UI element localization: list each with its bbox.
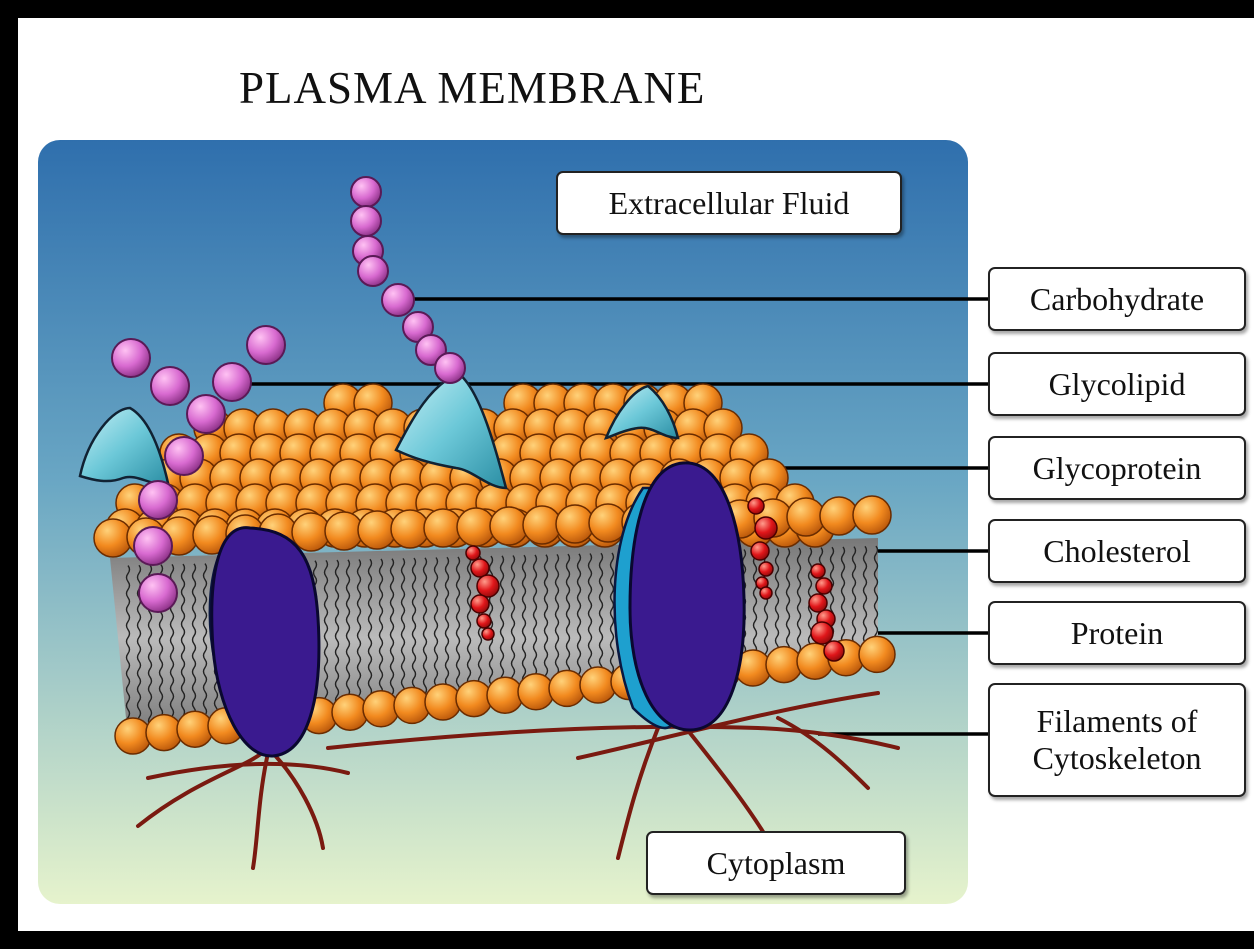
label-filaments-of-cytoskeleton: Filaments of Cytoskeleton [988, 683, 1246, 797]
carbohydrate-bead [351, 177, 381, 207]
carbohydrate-bead [139, 574, 177, 612]
cholesterol [751, 542, 769, 560]
carbohydrate-bead [112, 339, 150, 377]
label-filaments-line2: Cytoskeleton [1033, 740, 1202, 777]
cholesterol [759, 562, 773, 576]
phospholipid-head [853, 496, 891, 534]
cholesterol [477, 575, 499, 597]
cholesterol [477, 614, 491, 628]
cholesterol [748, 498, 764, 514]
carbohydrate-bead [134, 527, 172, 565]
phospholipid-head [859, 636, 895, 672]
label-cholesterol: Cholesterol [988, 519, 1246, 583]
label-protein: Protein [988, 601, 1246, 665]
cholesterol [760, 587, 772, 599]
cholesterol [811, 622, 833, 644]
carbohydrate-bead [213, 363, 251, 401]
carbohydrate-bead [151, 367, 189, 405]
carbohydrate-bead [139, 481, 177, 519]
carbohydrate-bead [358, 256, 388, 286]
label-glycoprotein: Glycoprotein [988, 436, 1246, 500]
cholesterol [824, 641, 844, 661]
cholesterol [466, 546, 480, 560]
cholesterol [811, 564, 825, 578]
label-filaments-line1: Filaments of [1037, 703, 1198, 740]
label-extracellular-fluid: Extracellular Fluid [556, 171, 902, 235]
cholesterol [809, 594, 827, 612]
cholesterol [471, 559, 489, 577]
carbohydrate-bead [382, 284, 414, 316]
protein [630, 463, 744, 730]
cholesterol [816, 578, 832, 594]
label-cytoplasm: Cytoplasm [646, 831, 906, 895]
cholesterol [471, 595, 489, 613]
cholesterol [755, 517, 777, 539]
carbohydrate-bead [187, 395, 225, 433]
carbohydrate-bead [247, 326, 285, 364]
diagram-frame: PLASMA MEMBRANE [18, 18, 1254, 931]
label-carbohydrate: Carbohydrate [988, 267, 1246, 331]
label-glycolipid: Glycolipid [988, 352, 1246, 416]
cholesterol [482, 628, 494, 640]
carbohydrate-bead [435, 353, 465, 383]
carbohydrate-bead [351, 206, 381, 236]
carbohydrate-bead [165, 437, 203, 475]
